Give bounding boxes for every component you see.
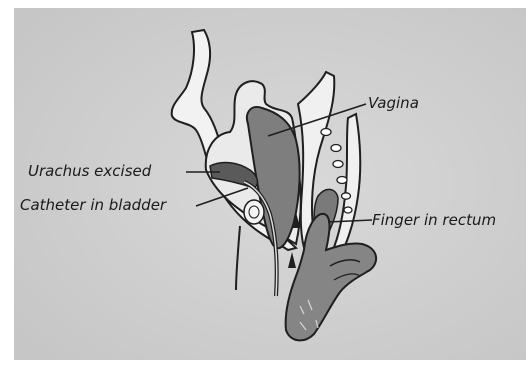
pubic-symphysis [244, 200, 264, 224]
label-catheter: Catheter in bladder [20, 196, 167, 214]
label-urachus: Urachus excised [28, 162, 152, 180]
label-vagina: Vagina [368, 94, 419, 112]
label-finger: Finger in rectum [372, 211, 496, 229]
